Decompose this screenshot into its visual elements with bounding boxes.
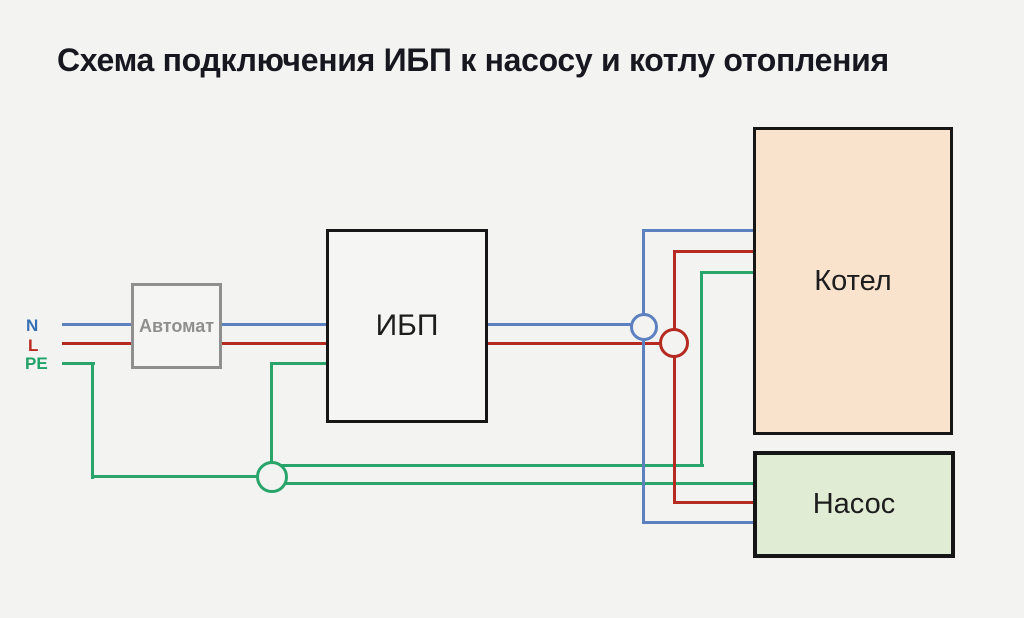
breaker-block: Автомат bbox=[131, 283, 222, 369]
breaker-label: Автомат bbox=[138, 315, 215, 336]
boiler-block: Котел bbox=[753, 127, 953, 435]
pe-wire-run-to-boiler-riser bbox=[272, 464, 704, 467]
pe-junction-node-icon bbox=[256, 461, 288, 493]
n-wire-into-boiler bbox=[642, 229, 756, 232]
pe-wire-boiler-riser bbox=[700, 271, 703, 467]
pump-block: Насос bbox=[753, 451, 955, 558]
pe-wire-riser-to-ups bbox=[270, 362, 273, 479]
l-junction-node-icon bbox=[659, 328, 689, 358]
n-wire-feed-to-breaker bbox=[62, 323, 131, 326]
n-wire-ups-to-junction bbox=[485, 323, 646, 326]
n-wire-drop-to-pump bbox=[642, 327, 645, 524]
wire-label-pe: PE bbox=[25, 354, 48, 373]
pe-wire-bottom-run bbox=[91, 475, 274, 478]
l-wire-ups-to-junction bbox=[485, 342, 676, 345]
l-wire-riser-to-boiler bbox=[673, 250, 676, 345]
n-junction-node-icon bbox=[630, 313, 658, 341]
ups-label: ИБП bbox=[375, 309, 439, 342]
l-wire-drop-to-pump bbox=[673, 343, 676, 504]
wire-label-n: N bbox=[26, 316, 39, 335]
n-wire-riser-to-boiler bbox=[642, 229, 645, 328]
pe-wire-into-pump bbox=[272, 482, 756, 485]
ups-block: ИБП bbox=[326, 229, 488, 423]
n-wire-into-pump bbox=[642, 521, 756, 524]
l-wire-breaker-to-ups bbox=[219, 342, 329, 345]
l-wire-feed-to-breaker bbox=[62, 342, 131, 345]
l-wire-into-boiler bbox=[673, 250, 756, 253]
pump-label: Насос bbox=[812, 488, 896, 520]
pe-wire-into-boiler bbox=[700, 271, 756, 274]
boiler-label: Котел bbox=[814, 264, 892, 297]
l-wire-into-pump bbox=[673, 501, 756, 504]
diagram-title: Схема подключения ИБП к насосу и котлу о… bbox=[57, 42, 889, 78]
wire-label-l: L bbox=[28, 336, 39, 355]
n-wire-breaker-to-ups bbox=[219, 323, 329, 326]
pe-wire-into-ups bbox=[270, 362, 329, 365]
pe-wire-left-drop bbox=[91, 362, 94, 479]
pe-wire-feed-stub bbox=[62, 362, 95, 365]
